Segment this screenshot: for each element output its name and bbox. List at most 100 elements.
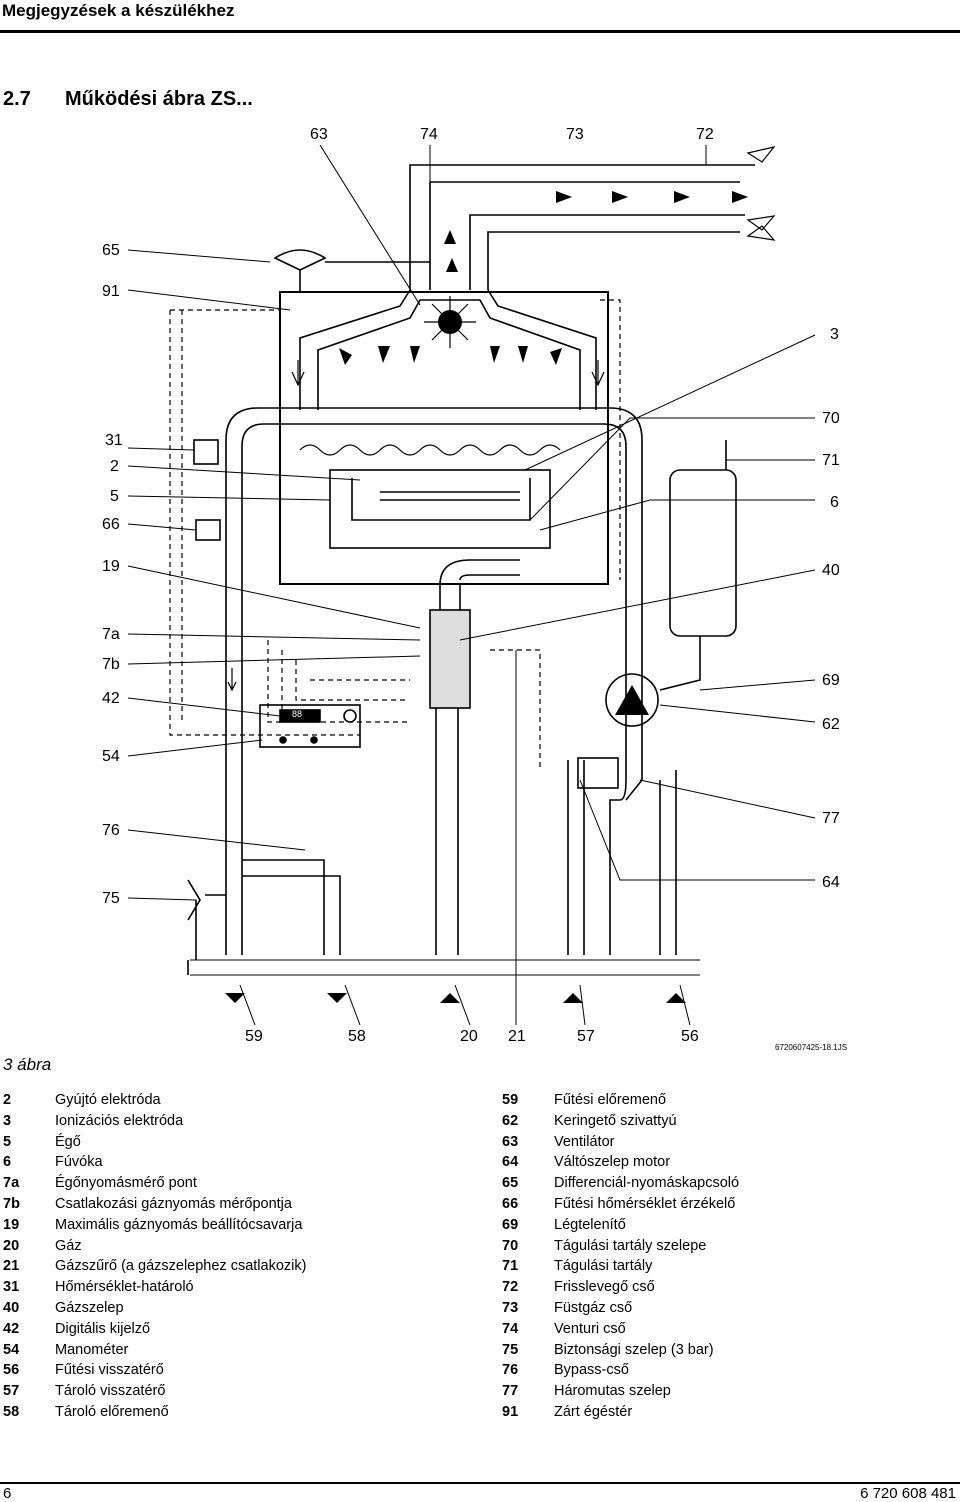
legend-item-text: Digitális kijelző: [55, 1320, 151, 1337]
label-74: 74: [420, 126, 438, 143]
label-57: 57: [577, 1028, 595, 1045]
legend-item-number: 59: [502, 1092, 519, 1108]
legend-item-number: 65: [502, 1175, 519, 1192]
label-7b: 7b: [102, 656, 120, 673]
header-title: Megjegyzések a készülékhez: [2, 1, 235, 20]
figure-caption: 3 ábra: [3, 1055, 52, 1074]
legend-item-number: 2: [3, 1092, 12, 1108]
legend-item: 74 Venturi cső: [502, 1319, 739, 1340]
figure-code: 6720607425-18.1JS: [775, 1043, 848, 1052]
legend-item-text: Csatlakozási gáznyomás mérőpontja: [55, 1195, 292, 1212]
legend-item: 58 Tároló előremenő: [3, 1402, 306, 1423]
circulation-pump: [605, 673, 659, 727]
legend-item: 63 Ventilátor: [502, 1132, 739, 1153]
legend-item-text: Égő: [55, 1133, 81, 1150]
label-21: 21: [508, 1028, 526, 1045]
air-duct: [469, 214, 745, 290]
legend-item-text: Biztonsági szelep (3 bar): [554, 1341, 714, 1358]
legend-item-number: 40: [3, 1299, 20, 1316]
legend-item-number: 57: [3, 1383, 20, 1400]
label-31: 31: [105, 432, 123, 449]
label-54: 54: [102, 748, 120, 765]
label-56: 56: [681, 1028, 699, 1045]
label-42: 42: [102, 690, 120, 707]
heat-exchanger-flow-pipe: [225, 407, 643, 780]
legend-item-number: 42: [3, 1320, 20, 1337]
legend-item-text: Hőmérséklet-határoló: [55, 1279, 194, 1296]
legend-item-number: 31: [3, 1279, 20, 1296]
legend-item-text: Differenciál-nyomáskapcsoló: [554, 1175, 740, 1192]
legend-item: 42 Digitális kijelző: [3, 1319, 306, 1340]
legend-item-number: 19: [3, 1216, 20, 1233]
legend-item-text: Ventilátor: [554, 1133, 615, 1150]
legend-item: 62 Keringető szivattyú: [502, 1111, 739, 1132]
gas-pipe: [435, 708, 459, 955]
legend-item-number: 91: [502, 1403, 519, 1420]
label-20: 20: [460, 1028, 478, 1045]
legend-item: 3 Ionizációs elektróda: [3, 1111, 306, 1132]
legend-item-number: 58: [3, 1403, 20, 1420]
legend-item-number: 74: [502, 1320, 519, 1337]
legend-item-number: 66: [502, 1195, 519, 1212]
gas-valve: [429, 609, 471, 709]
legend-item-text: Tágulási tartály szelepe: [554, 1237, 707, 1254]
legend-item-text: Tágulási tartály: [554, 1258, 653, 1275]
legend-item-text: Maximális gáznyomás beállítócsavarja: [55, 1216, 303, 1233]
header-rule: [0, 30, 960, 33]
control-panel: [259, 704, 361, 748]
label-72: 72: [696, 126, 714, 143]
label-58: 58: [348, 1028, 366, 1045]
label-5: 5: [110, 488, 119, 505]
legend-item-number: 3: [3, 1112, 12, 1129]
differential-pressure-switch: [273, 249, 327, 271]
burner-box: [329, 469, 551, 549]
boiler-schematic-diagram: [127, 144, 816, 1026]
digital-display-text: 88: [292, 709, 303, 719]
legend-item-number: 69: [502, 1216, 519, 1233]
legend-item-text: Légtelenítő: [554, 1216, 626, 1233]
legend-item-text: Gázszűrő (a gázszelephez csatlakozik): [55, 1258, 307, 1275]
legend-item-text: Háromutas szelep: [554, 1383, 671, 1400]
label-40: 40: [822, 562, 840, 579]
legend-item: 19 Maximális gáznyomás beállítócsavarja: [3, 1215, 306, 1236]
label-69: 69: [822, 672, 840, 689]
legend-item-text: Frisslevegő cső: [554, 1279, 655, 1296]
legend-item-text: Tároló előremenő: [55, 1403, 169, 1420]
legend-item-text: Fúvóka: [55, 1154, 103, 1171]
legend-item-text: Gyújtó elektróda: [55, 1092, 161, 1108]
label-6: 6: [830, 494, 839, 511]
label-63: 63: [310, 126, 328, 143]
legend-item: 2 Gyújtó elektróda: [3, 1090, 306, 1111]
legend-item-text: Fűtési hőmérséklet érzékelő: [554, 1195, 736, 1212]
label-3: 3: [830, 326, 839, 343]
label-91: 91: [102, 283, 120, 300]
safety-valve: [187, 879, 226, 975]
legend-item-text: Ionizációs elektróda: [55, 1112, 184, 1129]
label-2: 2: [110, 458, 119, 475]
legend-item-number: 77: [502, 1383, 519, 1400]
section-title-text: Működési ábra ZS...: [65, 88, 253, 110]
legend-item-number: 63: [502, 1133, 519, 1150]
footer-rule: [0, 1482, 960, 1484]
section-number: 2.7: [3, 88, 31, 110]
page-number: 6: [3, 1485, 12, 1502]
legend-item-text: Venturi cső: [554, 1320, 626, 1337]
legend-item-text: Bypass-cső: [554, 1362, 629, 1379]
legend-item: 77 Háromutas szelep: [502, 1381, 739, 1402]
legend-item-number: 62: [502, 1112, 519, 1129]
legend-item-text: Keringető szivattyú: [554, 1112, 677, 1129]
label-64: 64: [822, 874, 840, 891]
three-way-valve: [577, 757, 619, 789]
